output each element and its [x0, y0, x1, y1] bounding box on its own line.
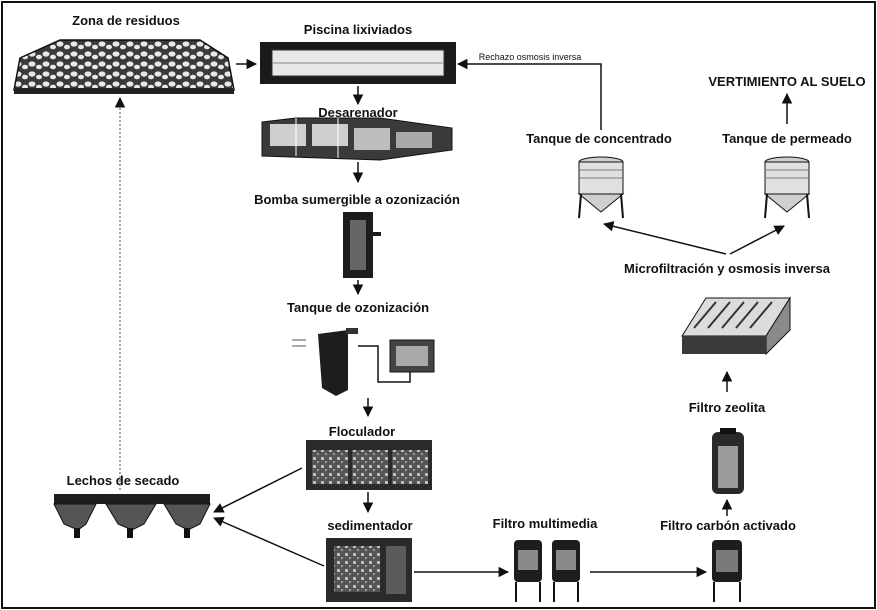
label-lechos-secado: Lechos de secado: [67, 473, 180, 488]
arrow-ro-to-concentrate: [602, 221, 727, 255]
label-floculador: Floculador: [329, 424, 395, 439]
label-piscina-lixiviados: Piscina lixiviados: [304, 22, 412, 37]
zeolite-filter-illustration: [712, 428, 744, 494]
grit-chamber-illustration: [261, 117, 453, 161]
label-filtro-multimedia: Filtro multimedia: [493, 516, 599, 531]
arrow-concentrate-to-pool: [456, 58, 602, 130]
label-tanque-ozonizacion: Tanque de ozonización: [287, 300, 429, 315]
flocculator-illustration: [306, 440, 432, 490]
arrow-ro-to-permeate: [729, 225, 785, 255]
flow-arrows: [114, 58, 793, 578]
label-zona-residuos: Zona de residuos: [72, 13, 180, 28]
drying-beds-illustration: [53, 494, 211, 538]
label-filtro-zeolita: Filtro zeolita: [689, 400, 766, 415]
concentrate-tank-illustration: [577, 156, 625, 219]
settler-illustration: [326, 538, 412, 602]
multimedia-filter-illustration: [514, 540, 580, 602]
permeate-tank-illustration: [763, 156, 811, 219]
arrow-flocculator-to-beds: [213, 467, 303, 513]
label-filtro-carbon: Filtro carbón activado: [660, 518, 796, 533]
landfill-illustration: [13, 39, 235, 94]
label-tanque-concentrado: Tanque de concentrado: [526, 131, 672, 146]
label-vertimiento: VERTIMIENTO AL SUELO: [708, 74, 865, 89]
label-tanque-permeado: Tanque de permeado: [722, 131, 852, 146]
leachate-pool-illustration: [260, 42, 456, 84]
ozonation-tank-illustration: [292, 328, 435, 396]
ro-unit-illustration: [681, 296, 791, 356]
label-desarenador: Desarenador: [318, 105, 397, 120]
arrow-settler-to-beds: [213, 516, 325, 567]
label-microfiltracion: Microfiltración y osmosis inversa: [624, 261, 831, 276]
label-bomba-sumergible: Bomba sumergible a ozonización: [254, 192, 460, 207]
submersible-pump-illustration: [343, 212, 381, 278]
label-sedimentador: sedimentador: [327, 518, 412, 533]
activated-carbon-filter-illustration: [712, 540, 742, 602]
label-rechazo-osmosis: Rechazo osmosis inversa: [479, 52, 582, 62]
